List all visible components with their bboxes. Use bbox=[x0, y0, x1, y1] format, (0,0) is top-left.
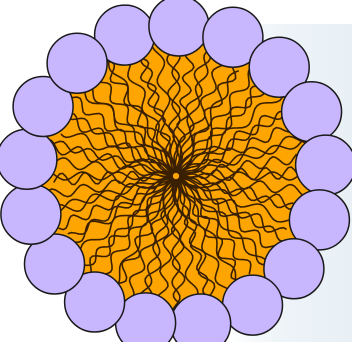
head-group bbox=[1, 184, 61, 244]
head-group bbox=[47, 33, 107, 93]
head-group bbox=[149, 0, 209, 56]
head-group bbox=[282, 82, 342, 142]
head-group bbox=[0, 129, 57, 189]
head-group bbox=[296, 135, 352, 195]
head-group bbox=[223, 275, 283, 335]
